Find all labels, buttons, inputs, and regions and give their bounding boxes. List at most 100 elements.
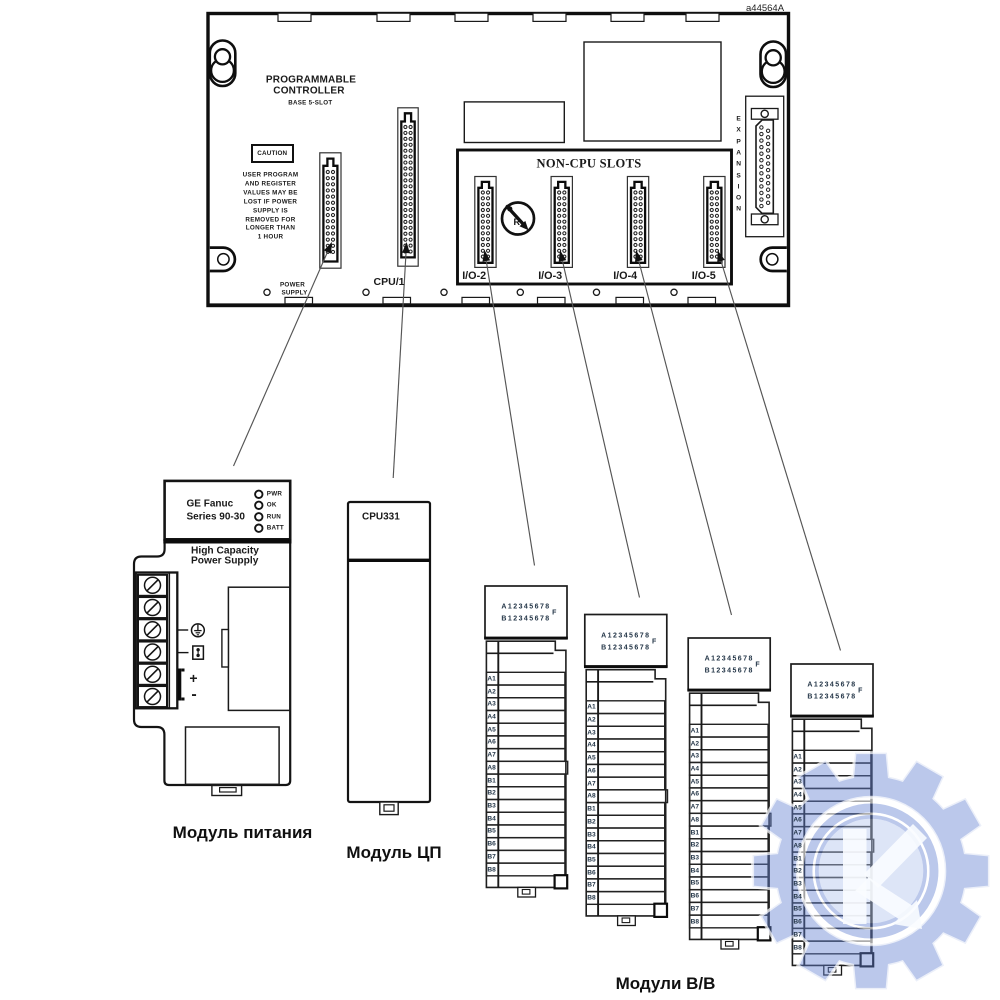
- psu-led-circle: [254, 512, 264, 522]
- psu-wiring-symbols: [177, 623, 206, 701]
- ground-symbol-icon: [190, 623, 206, 638]
- io-terminal-label: B1: [793, 855, 802, 863]
- io-terminal-label: B8: [793, 944, 802, 952]
- watermark-ring-thin: [815, 815, 928, 928]
- caution-note-line: REMOVED FOR: [245, 216, 296, 223]
- io-header-row-a: A12345678: [601, 632, 651, 639]
- io-connector-3: [550, 175, 573, 269]
- figure-id: a44564A: [746, 3, 785, 14]
- io-terminal-label: B8: [587, 894, 596, 902]
- caution-note-line: 1 HOUR: [257, 233, 284, 241]
- io-terminal-label: A5: [487, 726, 496, 734]
- cpu-header-divider: [348, 558, 430, 562]
- io-terminal-row: [485, 862, 566, 877]
- io-header-row-a: A12345678: [704, 655, 754, 663]
- io-header-box: [484, 585, 568, 639]
- psu-header-divider: [163, 539, 292, 544]
- bottom-edge-notch: [687, 296, 717, 305]
- psu-led-circle: [254, 489, 264, 499]
- expansion-letter: N: [736, 205, 741, 213]
- io-header-row-a: A12345678: [501, 603, 551, 611]
- mounting-keyholes: [208, 39, 788, 89]
- io-terminal-label: B6: [587, 869, 596, 877]
- io-caption: Модули В/В: [615, 973, 716, 993]
- io-terminal-label: A3: [793, 778, 802, 786]
- io-connector-5: [703, 175, 726, 269]
- io-header-row-b: B12345678: [601, 644, 651, 651]
- io-slot-label: I/O-3: [538, 270, 563, 283]
- non-cpu-box-title: NON-CPU SLOTS: [536, 156, 642, 171]
- io-module-3: [687, 637, 772, 950]
- io-terminal-label: A7: [587, 780, 596, 788]
- dsub-shell: [755, 119, 775, 215]
- io-terminal-label: B6: [487, 840, 496, 848]
- io-header-fuse: F: [552, 609, 557, 617]
- io-terminal-label: A6: [587, 767, 596, 775]
- cpu-model-label: CPU331: [362, 511, 400, 523]
- psu-led-circles: [254, 489, 264, 533]
- io-terminal-label: B2: [487, 789, 496, 797]
- io-terminal-label: A5: [587, 754, 596, 762]
- io-terminal-label: B1: [587, 805, 596, 813]
- caution-box: CAUTION: [251, 143, 294, 163]
- backplane-connectors: [319, 107, 726, 269]
- caution-note-line: LONGER THAN: [245, 224, 296, 232]
- watermark-ring-thick: [803, 803, 939, 939]
- caution-note-line: AND REGISTER: [244, 180, 297, 188]
- cpu-body-outline: [346, 500, 432, 804]
- io-terminal-label: A4: [587, 741, 596, 749]
- io-terminal-label: B4: [690, 867, 700, 875]
- ear-screw-hole: [216, 252, 230, 266]
- slot-rectangle-1: [463, 101, 565, 144]
- expansion-letter: X: [736, 126, 741, 134]
- psu-terminal-block: [134, 571, 179, 710]
- no-cpu-glyph: R: [514, 217, 521, 227]
- leader-power-supply-arrow: [323, 241, 332, 254]
- io-terminal-label: A5: [793, 804, 802, 812]
- io-latch-square: [653, 902, 669, 919]
- caution-note-line: SUPPLY IS: [253, 207, 288, 215]
- io-terminal-row: [791, 940, 872, 955]
- leader-power-supply: [232, 251, 329, 467]
- io-header-box: [790, 663, 874, 717]
- io-terminal-label: A8: [587, 792, 596, 800]
- io-terminal-label: B5: [690, 879, 700, 887]
- io-connector-2: [474, 175, 497, 269]
- io-module-1: [484, 585, 569, 898]
- expansion-letter: O: [736, 194, 742, 202]
- io-body-outline: [485, 640, 567, 889]
- dc-terminal-bracket: [177, 668, 182, 701]
- bottom-edge-notch: [461, 296, 491, 305]
- cpu-module: [346, 500, 432, 816]
- mounting-ears: [209, 246, 787, 273]
- io-slot-label: I/O-2: [462, 270, 487, 283]
- expansion-letter: I: [737, 183, 740, 191]
- io-terminal-label: B2: [587, 818, 596, 826]
- io-latch-square: [859, 952, 875, 968]
- io-terminal-label: B3: [587, 831, 596, 838]
- power-supply-slot-label-line1: POWER: [279, 281, 306, 289]
- bottom-edge-notch: [615, 296, 645, 305]
- bottom-edge-notch: [536, 296, 566, 305]
- io-header-row-a: A12345678: [807, 681, 857, 689]
- caution-note-line: LOST IF POWER: [243, 198, 298, 206]
- leader-io-3-arrow: [558, 250, 567, 262]
- io-body-outline: [688, 692, 770, 941]
- io-terminal-label: A2: [587, 716, 596, 724]
- io-terminal-label: A1: [587, 703, 596, 711]
- io-terminal-label: A3: [487, 700, 496, 708]
- io-terminal-label: B2: [690, 841, 700, 849]
- cpu-caption: Модуль ЦП: [346, 842, 442, 862]
- top-edge-notch: [277, 12, 312, 22]
- io-terminal-label: B6: [690, 892, 700, 900]
- io-header-fuse: F: [858, 687, 863, 695]
- psu-name-line2: Power Supply: [191, 555, 259, 567]
- expansion-letter: S: [736, 172, 741, 179]
- expansion-connector: [745, 95, 785, 238]
- bottom-edge-notch: [284, 296, 314, 305]
- io-terminal-label: A6: [487, 738, 496, 746]
- cpu-connector: [397, 107, 419, 267]
- leader-cpu-arrow: [402, 242, 410, 254]
- io-terminal-label: B4: [587, 843, 596, 851]
- io-terminal-label: A6: [793, 816, 802, 824]
